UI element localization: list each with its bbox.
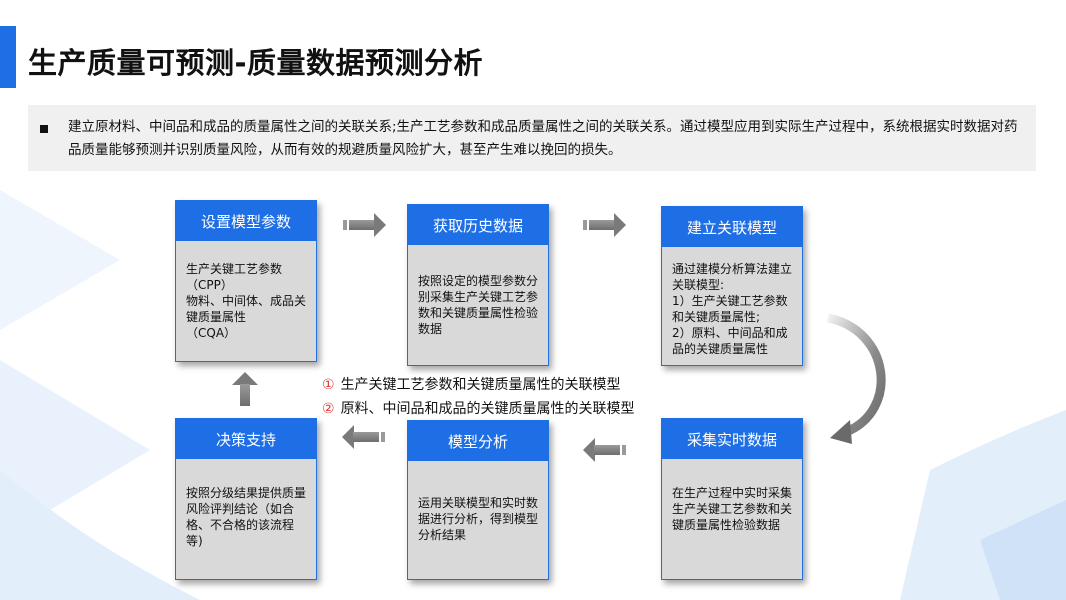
legend-marker: ②: [322, 401, 335, 417]
box-title: 设置模型参数: [176, 201, 316, 241]
box-title: 采集实时数据: [662, 419, 802, 459]
curved-arrow-down-icon: [826, 313, 886, 444]
intro-text: 建立原材料、中间品和成品的质量属性之间的关联关系;生产工艺参数和成品质量属性之间…: [68, 119, 1018, 158]
box-decision-support: 决策支持 按照分级结果提供质量风险评判结论（如合格、不合格的该流程等): [175, 418, 317, 580]
box-model-analysis: 模型分析 运用关联模型和实时数据进行分析，得到模型分析结果: [407, 420, 549, 580]
box-get-history-data: 获取历史数据 按照设定的模型参数分别采集生产关键工艺参数和关键质量属性检验数据: [407, 204, 549, 366]
legend-text: 生产关键工艺参数和关键质量属性的关联模型: [340, 377, 621, 393]
box-title: 获取历史数据: [408, 205, 548, 245]
box-title: 模型分析: [408, 421, 548, 461]
arrow-left-icon: [583, 438, 626, 462]
box-body: 在生产过程中实时采集生产关键工艺参数和关键质量属性检验数据: [672, 486, 793, 532]
title-accent-bar: [0, 26, 16, 88]
box-set-model-params: 设置模型参数 生产关键工艺参数 （CPP） 物料、中间体、成品关键质量属性 （C…: [175, 200, 317, 362]
bullet-icon: [40, 125, 48, 133]
page-title: 生产质量可预测-质量数据预测分析: [28, 46, 484, 80]
legend-item-1: ① 生产关键工艺参数和关键质量属性的关联模型: [322, 374, 621, 394]
box-collect-realtime-data: 采集实时数据 在生产过程中实时采集生产关键工艺参数和关键质量属性检验数据: [661, 418, 803, 580]
box-body: 运用关联模型和实时数据进行分析，得到模型分析结果: [418, 496, 539, 542]
box-build-relation-model: 建立关联模型 通过建模分析算法建立关联模型: 1）生产关键工艺参数和关键质量属性…: [661, 206, 803, 366]
legend-marker: ①: [322, 377, 335, 393]
arrow-up-icon: [232, 372, 258, 406]
arrow-right-icon: [343, 213, 386, 237]
arrow-left-icon: [342, 425, 385, 449]
box-body: 通过建模分析算法建立关联模型: 1）生产关键工艺参数和关键质量属性; 2）原料、…: [672, 262, 793, 356]
legend-item-2: ② 原料、中间品和成品的关键质量属性的关联模型: [322, 398, 635, 418]
box-body: 生产关键工艺参数 （CPP） 物料、中间体、成品关键质量属性 （CQA）: [186, 262, 307, 340]
arrow-right-icon: [583, 213, 626, 237]
box-title: 决策支持: [176, 419, 316, 459]
intro-panel: 建立原材料、中间品和成品的质量属性之间的关联关系;生产工艺参数和成品质量属性之间…: [28, 105, 1036, 171]
legend-text: 原料、中间品和成品的关键质量属性的关联模型: [340, 401, 635, 417]
box-body: 按照设定的模型参数分别采集生产关键工艺参数和关键质量属性检验数据: [418, 274, 539, 336]
box-body: 按照分级结果提供质量风险评判结论（如合格、不合格的该流程等): [186, 486, 307, 548]
box-title: 建立关联模型: [662, 207, 802, 247]
